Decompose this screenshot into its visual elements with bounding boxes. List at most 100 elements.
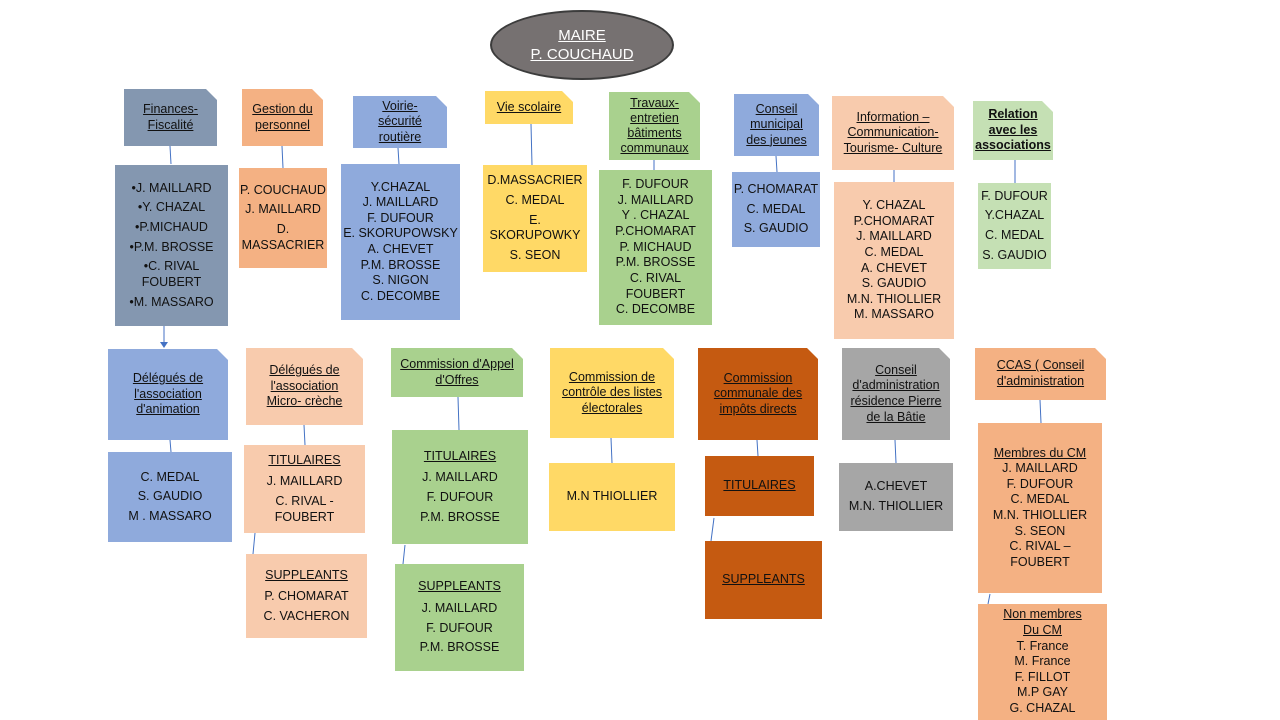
member-name: T. France — [1016, 638, 1069, 653]
member-name: M.P GAY — [1017, 685, 1068, 700]
suppleants-label: SUPPLEANTS — [418, 579, 501, 594]
animation-members: C. MEDAL S. GAUDIO M . MASSARO — [108, 452, 232, 542]
member-name: A. CHEVET — [367, 242, 434, 256]
mayor-node: MAIRE P. COUCHAUD — [490, 10, 674, 80]
connector — [1039, 399, 1042, 424]
impots-suppleants: SUPPLEANTS — [705, 541, 822, 619]
member-name: E. SKORUPOWKY — [489, 212, 581, 243]
member-name: C. MEDAL — [864, 244, 924, 259]
member-name: C. RIVAL - FOUBERT — [274, 494, 335, 524]
member-name: F. DUFOUR — [981, 188, 1048, 203]
member-name: F. DUFOUR — [426, 620, 493, 635]
member-name: C. MEDAL — [140, 469, 200, 484]
connector — [775, 155, 778, 173]
listes-electorales-members: M.N THIOLLIER — [549, 463, 675, 531]
member-name: C. RIVAL –FOUBERT — [1009, 539, 1071, 569]
member-name: J. MAILLARD — [1002, 461, 1078, 476]
mayor-title: MAIRE — [558, 26, 606, 44]
finances-title: Finances-Fiscalité — [143, 101, 198, 132]
member-name: M. France — [1014, 654, 1071, 669]
connector — [169, 439, 172, 453]
member-name: •M. MASSARO — [129, 294, 214, 309]
member-name: •P.M. BROSSE — [129, 239, 214, 254]
member-name: J. MAILLARD — [362, 195, 439, 210]
titulaires-label: TITULAIRES — [268, 452, 341, 467]
member-name: C. MEDAL — [984, 228, 1045, 242]
member-name: S. SEON — [1014, 523, 1066, 538]
member-name: F. DUFOUR — [1006, 476, 1074, 491]
member-name: C. VACHERON — [263, 608, 350, 623]
mayor-name: P. COUCHAUD — [530, 46, 634, 63]
listes-electorales-list: M.N THIOLLIER — [567, 489, 658, 505]
connector — [530, 123, 533, 166]
member-name: C. DECOMBE — [615, 302, 696, 317]
member-name: P.CHOMARAT — [615, 224, 696, 239]
member-name: P.M. BROSSE — [615, 255, 696, 270]
member-name: S. GAUDIO — [861, 276, 927, 291]
information-header: Information –Communication-Tourisme- Cul… — [832, 96, 954, 170]
member-name: C. MEDAL — [746, 201, 806, 216]
member-name: F. DUFOUR — [622, 177, 689, 192]
member-name: F. FILLOT — [1014, 669, 1071, 684]
member-name: S. GAUDIO — [137, 489, 203, 504]
connector — [457, 396, 460, 431]
connector — [281, 145, 284, 169]
vie-scolaire-header: Vie scolaire — [485, 91, 573, 124]
member-name: J. MAILLARD — [856, 229, 932, 244]
member-name: Y. CHAZAL — [862, 198, 926, 212]
member-name: M.N. THIOLLIER — [848, 499, 944, 513]
member-name: C. RIVAL FOUBERT — [625, 270, 686, 301]
member-name: F. DUFOUR — [367, 210, 434, 225]
connector — [710, 517, 715, 542]
member-name: F. DUFOUR — [426, 490, 494, 504]
member-name: J. MAILLARD — [245, 202, 321, 217]
titulaires-label: TITULAIRES — [423, 448, 497, 463]
finances-members: •J. MAILLARD•Y. CHAZAL•P.MICHAUD•P.M. BR… — [115, 165, 228, 326]
member-name: •J. MAILLARD — [131, 180, 212, 195]
member-name: C. DECOMBE — [360, 288, 441, 303]
member-name: G. CHAZAL — [1009, 701, 1076, 716]
finances-header: Finances-Fiscalité — [124, 89, 217, 146]
member-name: P. COUCHAUD — [240, 182, 326, 197]
member-name: M . MASSARO — [128, 508, 212, 523]
member-name: D.MASSACRIER — [487, 173, 583, 188]
member-name: S. GAUDIO — [743, 221, 809, 236]
connector — [303, 424, 306, 446]
member-name: S. SEON — [509, 247, 561, 262]
member-name: P. MICHAUD — [619, 239, 692, 254]
member-name: A.CHEVET — [864, 479, 928, 494]
titulaires-label: TITULAIRES — [723, 478, 796, 493]
member-name: J. MAILLARD — [617, 192, 694, 207]
member-name: E. SKORUPOWSKY — [343, 226, 458, 241]
member-name: S. NIGON — [372, 273, 429, 288]
